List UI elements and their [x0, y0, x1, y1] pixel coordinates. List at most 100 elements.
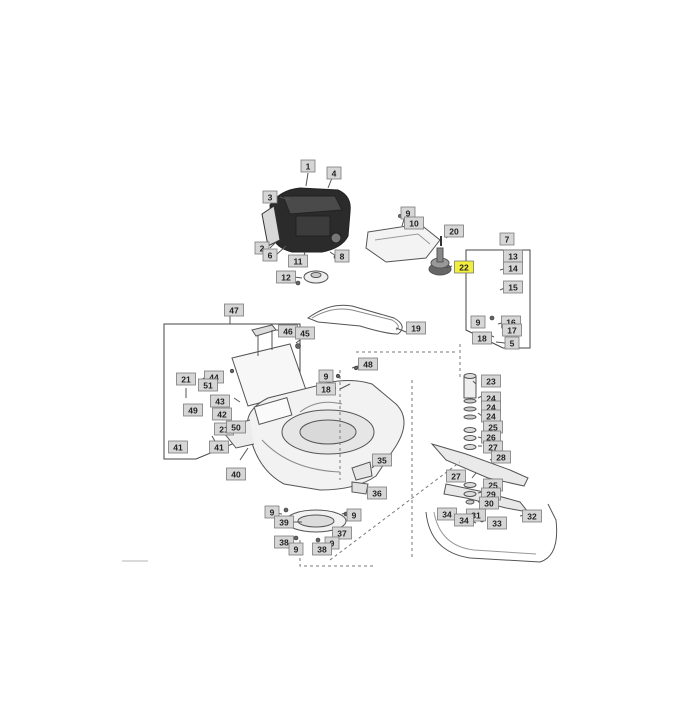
callout-18[interactable]: 18: [316, 382, 336, 396]
callout-number: 28: [496, 453, 506, 463]
callout-9[interactable]: 9: [264, 505, 280, 519]
callout-number: 51: [203, 381, 213, 391]
callout-46[interactable]: 46: [278, 324, 298, 338]
callout-box: [168, 440, 188, 454]
callout-number: 41: [173, 443, 183, 453]
callout-number: 50: [231, 423, 241, 433]
callout-box: [264, 505, 280, 519]
callout-14[interactable]: 14: [503, 261, 523, 275]
callout-33[interactable]: 33: [487, 516, 507, 530]
callout-number: 20: [449, 227, 459, 237]
callout-32[interactable]: 32: [522, 509, 542, 523]
callout-50[interactable]: 50: [226, 420, 246, 434]
callout-28[interactable]: 28: [491, 450, 511, 464]
callout-48[interactable]: 48: [358, 357, 378, 371]
callout-number: 43: [215, 397, 225, 407]
callout-box: [491, 450, 511, 464]
callout-number: 27: [451, 472, 461, 482]
callout-number: 36: [372, 489, 382, 499]
callout-box: [209, 440, 229, 454]
callout-39[interactable]: 39: [274, 515, 294, 529]
callout-30[interactable]: 30: [479, 496, 499, 510]
callout-box: [226, 420, 246, 434]
callout-box: [358, 357, 378, 371]
callout-18[interactable]: 18: [472, 331, 492, 345]
callout-9[interactable]: 9: [288, 542, 304, 556]
callout-number: 30: [484, 499, 494, 509]
callout-36[interactable]: 36: [367, 486, 387, 500]
callout-number: 9: [330, 539, 335, 549]
callout-box: [318, 369, 334, 383]
callout-box: [502, 323, 522, 337]
callout-box: [198, 378, 218, 392]
callout-number: 47: [229, 306, 239, 316]
callout-51[interactable]: 51: [198, 378, 218, 392]
callout-9[interactable]: 9: [470, 315, 486, 329]
callout-box: [499, 232, 515, 246]
callout-number: 9: [406, 209, 411, 219]
callout-box: [472, 331, 492, 345]
callout-number: 42: [217, 410, 227, 420]
callout-number: 27: [488, 443, 498, 453]
callout-number: 7: [505, 235, 510, 245]
callout-box: [503, 280, 523, 294]
callout-number: 24: [486, 403, 496, 413]
callout-11[interactable]: 11: [288, 254, 308, 268]
callout-9[interactable]: 9: [318, 369, 334, 383]
mower-deck: [219, 380, 405, 491]
engine-cover: [365, 223, 441, 263]
callout-35[interactable]: 35: [372, 453, 392, 467]
callout-5[interactable]: 5: [504, 336, 520, 350]
callout-17[interactable]: 17: [502, 323, 522, 337]
callout-number: 4: [332, 169, 337, 179]
callout-8[interactable]: 8: [334, 249, 350, 263]
callout-number: 9: [270, 508, 275, 518]
callout-21[interactable]: 21: [176, 372, 196, 386]
callout-15[interactable]: 15: [503, 280, 523, 294]
callout-number: 10: [409, 219, 419, 229]
callout-1[interactable]: 1: [300, 159, 316, 173]
callout-27[interactable]: 27: [446, 469, 466, 483]
engine-unit: [261, 187, 351, 253]
callout-47[interactable]: 47: [224, 303, 244, 317]
callout-number: 6: [268, 251, 273, 261]
callout-24[interactable]: 24: [481, 409, 501, 423]
callout-41[interactable]: 41: [168, 440, 188, 454]
callout-13[interactable]: 13: [503, 249, 523, 263]
callout-34[interactable]: 34: [454, 513, 474, 527]
callout-box: [334, 249, 350, 263]
callout-42[interactable]: 42: [212, 407, 232, 421]
callout-23[interactable]: 23: [481, 374, 501, 388]
callout-37[interactable]: 37: [332, 526, 352, 540]
callout-4[interactable]: 4: [326, 166, 342, 180]
callout-number: 17: [507, 326, 517, 336]
callout-number: 9: [324, 372, 329, 382]
callout-number: 9: [476, 318, 481, 328]
callout-10[interactable]: 10: [404, 216, 424, 230]
callout-43[interactable]: 43: [210, 394, 230, 408]
callout-22-highlighted[interactable]: 22: [454, 260, 474, 274]
callout-12[interactable]: 12: [276, 270, 296, 284]
callout-number: 29: [486, 490, 496, 500]
callout-9[interactable]: 9: [346, 508, 362, 522]
callout-box: [504, 336, 520, 350]
callout-34[interactable]: 34: [437, 507, 457, 521]
callout-number: 39: [279, 518, 289, 528]
callout-box: [332, 526, 352, 540]
callout-38[interactable]: 38: [312, 542, 332, 556]
callout-45[interactable]: 45: [295, 326, 315, 340]
callout-40[interactable]: 40: [226, 467, 246, 481]
callout-box: [212, 407, 232, 421]
callout-25[interactable]: 25: [483, 420, 503, 434]
callout-3[interactable]: 3: [262, 190, 278, 204]
callout-7[interactable]: 7: [499, 232, 515, 246]
callout-number: 11: [294, 257, 303, 267]
callout-19[interactable]: 19: [406, 321, 426, 335]
callout-41[interactable]: 41: [209, 440, 229, 454]
callout-box: [224, 303, 244, 317]
callout-number: 9: [294, 545, 299, 555]
callout-6[interactable]: 6: [262, 248, 278, 262]
callout-49[interactable]: 49: [183, 403, 203, 417]
callout-20[interactable]: 20: [444, 224, 464, 238]
